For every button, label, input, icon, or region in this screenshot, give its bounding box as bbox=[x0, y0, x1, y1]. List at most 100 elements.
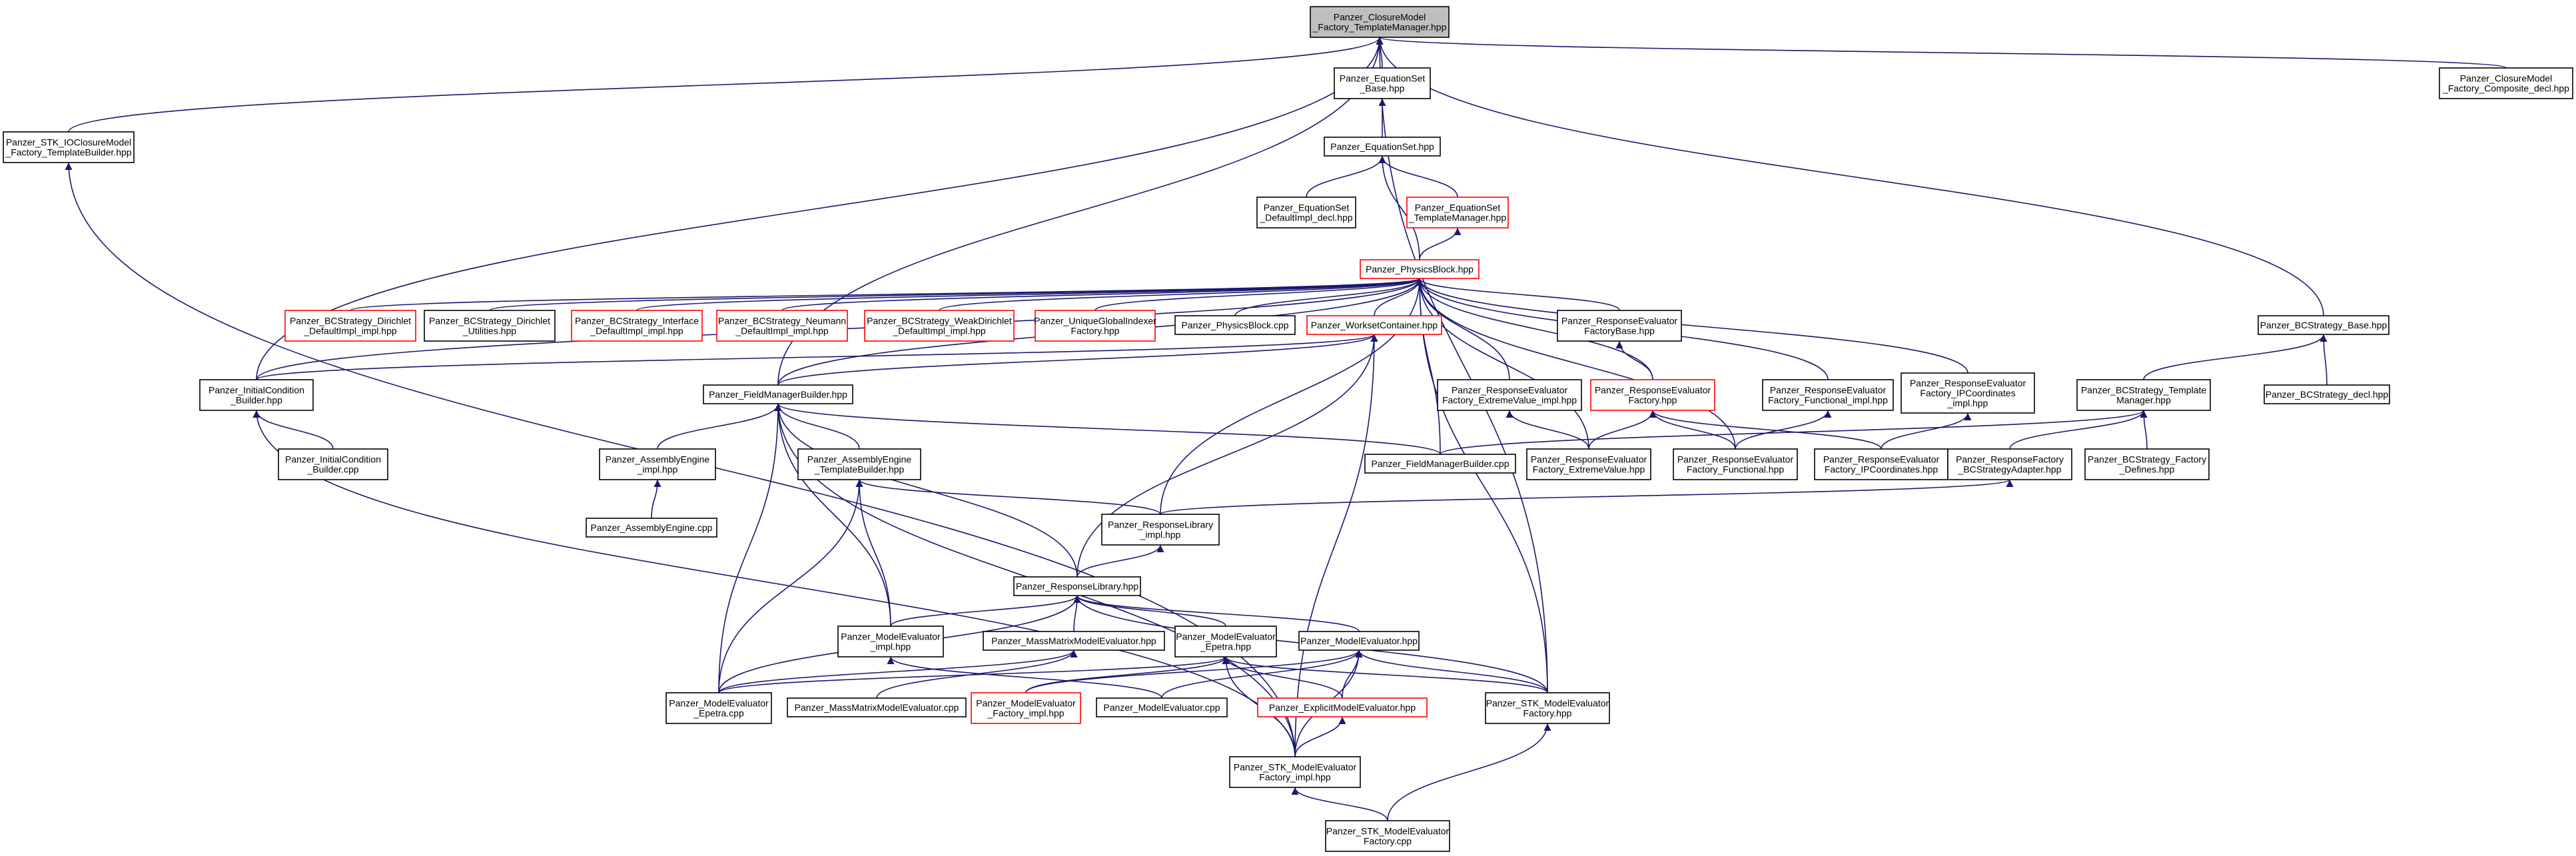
file-node-bcneu[interactable]: Panzer_BCStrategy_Neumann_DefaultImpl_im… bbox=[716, 310, 848, 342]
file-node-label: _Base.hpp bbox=[1360, 83, 1405, 94]
file-node-mmmecpp[interactable]: Panzer_MassMatrixModelEvaluator.cpp bbox=[787, 697, 967, 717]
file-node-label: Factory_Functional.hpp bbox=[1687, 464, 1785, 475]
file-node-refuncimpl[interactable]: Panzer_ResponseEvaluatorFactory_Function… bbox=[1762, 379, 1894, 411]
file-node-eqstm[interactable]: Panzer_EquationSet_TemplateManager.hpp bbox=[1406, 197, 1509, 228]
file-node-bctm[interactable]: Panzer_BCStrategy_TemplateManager.hpp bbox=[2076, 379, 2211, 411]
file-node-reev[interactable]: Panzer_ResponseEvaluatorFactory_ExtremeV… bbox=[1526, 448, 1651, 480]
file-node-label: _Builder.cpp bbox=[306, 464, 358, 475]
file-node-label: Panzer_FieldManagerBuilder.cpp bbox=[1371, 458, 1509, 469]
file-node-meep[interactable]: Panzer_ModelEvaluator_Epetra.hpp bbox=[1174, 626, 1277, 657]
file-node-eqs[interactable]: Panzer_EquationSet.hpp bbox=[1324, 137, 1441, 157]
file-node-bcdirutil[interactable]: Panzer_BCStrategy_Dirichlet_Utilities.hp… bbox=[424, 310, 556, 342]
file-node-label: Factory.hpp bbox=[1071, 326, 1120, 336]
file-node-box bbox=[1947, 448, 2072, 480]
file-node-wc[interactable]: Panzer_WorksetContainer.hpp bbox=[1306, 315, 1442, 335]
include-edge-refunc-to-refuncimpl bbox=[1735, 410, 1832, 450]
file-node-eme[interactable]: Panzer_ExplicitModelEvaluator.hpp bbox=[1257, 697, 1428, 717]
file-node-label: _DefaultImpl_decl.hpp bbox=[1259, 213, 1353, 223]
file-node-aecpp[interactable]: Panzer_AssemblyEngine.cpp bbox=[586, 518, 717, 538]
include-edge-meimpl-to-aetb bbox=[855, 479, 891, 627]
file-node-reevimpl[interactable]: Panzer_ResponseEvaluatorFactory_ExtremeV… bbox=[1437, 379, 1582, 411]
file-node-label: Panzer_STK_ModelEvaluator bbox=[1234, 762, 1357, 773]
file-node-box bbox=[1526, 448, 1651, 480]
file-node-box bbox=[424, 310, 556, 342]
file-node-iccpp[interactable]: Panzer_InitialCondition_Builder.cpp bbox=[278, 448, 388, 480]
file-node-aetb[interactable]: Panzer_AssemblyEngine_TemplateBuilder.hp… bbox=[797, 448, 921, 480]
file-node-refunc[interactable]: Panzer_ResponseEvaluatorFactory_Function… bbox=[1673, 448, 1798, 480]
include-edge-bcbase-to-root bbox=[1376, 37, 2324, 316]
file-node-label: Panzer_ModelEvaluator.hpp bbox=[1300, 636, 1418, 646]
file-node-rl[interactable]: Panzer_ResponseLibrary.hpp bbox=[1013, 576, 1141, 596]
file-node-box bbox=[1174, 315, 1296, 335]
file-node-box bbox=[1257, 697, 1428, 717]
file-node-rfbcsa[interactable]: Panzer_ResponseFactory_BCStrategyAdapter… bbox=[1947, 448, 2072, 480]
include-edge-rfbcsa-to-bctm bbox=[2009, 410, 2148, 450]
file-node-label: _Defines.hpp bbox=[2119, 464, 2175, 475]
file-node-box bbox=[1437, 379, 1582, 411]
file-node-label: Panzer_BCStrategy_Base.hpp bbox=[2260, 320, 2387, 330]
file-node-bcint[interactable]: Panzer_BCStrategy_Interface_DefaultImpl_… bbox=[571, 310, 703, 342]
file-node-mecpp[interactable]: Panzer_ModelEvaluator.cpp bbox=[1096, 697, 1228, 717]
file-node-fmbcpp[interactable]: Panzer_FieldManagerBuilder.cpp bbox=[1364, 454, 1516, 474]
file-node-bcdecl[interactable]: Panzer_BCStrategy_decl.hpp bbox=[2264, 384, 2390, 404]
file-node-box bbox=[1557, 310, 1682, 342]
file-node-label: Panzer_ResponseEvaluator bbox=[1770, 385, 1887, 396]
file-node-meepcpp[interactable]: Panzer_ModelEvaluator_Epetra.cpp bbox=[665, 692, 772, 724]
file-node-composite[interactable]: Panzer_ClosureModel_Factory_Composite_de… bbox=[2439, 67, 2573, 99]
include-edge-rlimpl-to-aetb bbox=[855, 479, 1161, 515]
file-node-stkmefimpl[interactable]: Panzer_STK_ModelEvaluatorFactory_impl.hp… bbox=[1229, 756, 1361, 788]
file-node-stkio[interactable]: Panzer_STK_IOClosureModel_Factory_Templa… bbox=[3, 131, 135, 163]
file-node-box bbox=[278, 448, 388, 480]
file-node-aeimpl[interactable]: Panzer_AssemblyEngine_impl.hpp bbox=[599, 448, 716, 480]
file-node-root[interactable]: Panzer_ClosureModel_Factory_TemplateMana… bbox=[1310, 6, 1450, 38]
file-node-mefimpl[interactable]: Panzer_ModelEvaluator_Factory_impl.hpp bbox=[971, 692, 1081, 724]
file-node-reipcimpl[interactable]: Panzer_ResponseEvaluatorFactory_IPCoordi… bbox=[1901, 372, 2035, 414]
file-node-meimpl[interactable]: Panzer_ModelEvaluator_impl.hpp bbox=[837, 626, 944, 657]
file-node-label: Factory_ExtremeValue_impl.hpp bbox=[1442, 395, 1577, 406]
include-edge-stkio-to-root bbox=[68, 37, 1384, 133]
include-edge-stkmefimpl-to-eme bbox=[1294, 716, 1346, 757]
file-node-bcdir[interactable]: Panzer_BCStrategy_Dirichlet_DefaultImpl_… bbox=[284, 310, 416, 342]
file-node-box bbox=[1364, 454, 1516, 474]
file-node-label: _Factory_Composite_decl.hpp bbox=[2442, 83, 2569, 94]
file-node-box bbox=[599, 448, 716, 480]
file-node-label: _DefaultImpl_impl.hpp bbox=[735, 326, 829, 336]
file-node-reipc[interactable]: Panzer_ResponseEvaluatorFactory_IPCoordi… bbox=[1814, 448, 1948, 480]
file-node-box bbox=[1101, 514, 1220, 546]
file-node-label: Panzer_MassMatrixModelEvaluator.cpp bbox=[795, 702, 959, 713]
include-edge-aetb-to-fmb bbox=[774, 403, 860, 450]
file-node-label: Panzer_FieldManagerBuilder.hpp bbox=[709, 389, 847, 400]
file-node-eqsdecl[interactable]: Panzer_EquationSet_DefaultImpl_decl.hpp bbox=[1256, 197, 1356, 228]
include-edge-bcdecl-to-bcbase bbox=[2320, 334, 2328, 386]
include-edge-mecpp-to-meimpl bbox=[887, 656, 1162, 699]
file-node-fmb[interactable]: Panzer_FieldManagerBuilder.hpp bbox=[703, 384, 853, 404]
file-node-pb[interactable]: Panzer_PhysicsBlock.hpp bbox=[1360, 259, 1480, 279]
file-node-label: Factory.hpp bbox=[1523, 708, 1572, 719]
file-node-box bbox=[284, 310, 416, 342]
file-node-bcfd[interactable]: Panzer_BCStrategy_Factory_Defines.hpp bbox=[2084, 448, 2210, 480]
file-node-label: Panzer_STK_ModelEvaluator bbox=[1486, 698, 1609, 709]
file-node-ic[interactable]: Panzer_InitialCondition_Builder.hpp bbox=[199, 379, 314, 411]
file-node-label: Panzer_AssemblyEngine bbox=[807, 454, 912, 465]
file-node-label: Panzer_STK_ModelEvaluator bbox=[1326, 826, 1450, 837]
file-node-pbcpp[interactable]: Panzer_PhysicsBlock.cpp bbox=[1174, 315, 1296, 335]
file-node-bcweak[interactable]: Panzer_BCStrategy_WeakDirichlet_DefaultI… bbox=[864, 310, 1015, 342]
file-node-box bbox=[1096, 697, 1228, 717]
include-edge-bctm-to-bcbase bbox=[2143, 334, 2328, 380]
file-node-mmme[interactable]: Panzer_MassMatrixModelEvaluator.hpp bbox=[983, 631, 1165, 651]
file-node-me[interactable]: Panzer_ModelEvaluator.hpp bbox=[1298, 631, 1420, 651]
file-node-label: _Factory_TemplateManager.hpp bbox=[1312, 22, 1447, 33]
file-node-bcbase[interactable]: Panzer_BCStrategy_Base.hpp bbox=[2258, 315, 2389, 335]
file-node-eqsbase[interactable]: Panzer_EquationSet_Base.hpp bbox=[1334, 67, 1431, 99]
file-node-box bbox=[716, 310, 848, 342]
file-node-label: _DefaultImpl_impl.hpp bbox=[303, 326, 397, 336]
include-edge-bcint-to-pb bbox=[636, 278, 1423, 311]
file-node-rlimpl[interactable]: Panzer_ResponseLibrary_impl.hpp bbox=[1101, 514, 1220, 546]
file-node-label: Panzer_STK_IOClosureModel bbox=[6, 137, 131, 148]
file-node-label: Panzer_PhysicsBlock.cpp bbox=[1181, 320, 1288, 330]
